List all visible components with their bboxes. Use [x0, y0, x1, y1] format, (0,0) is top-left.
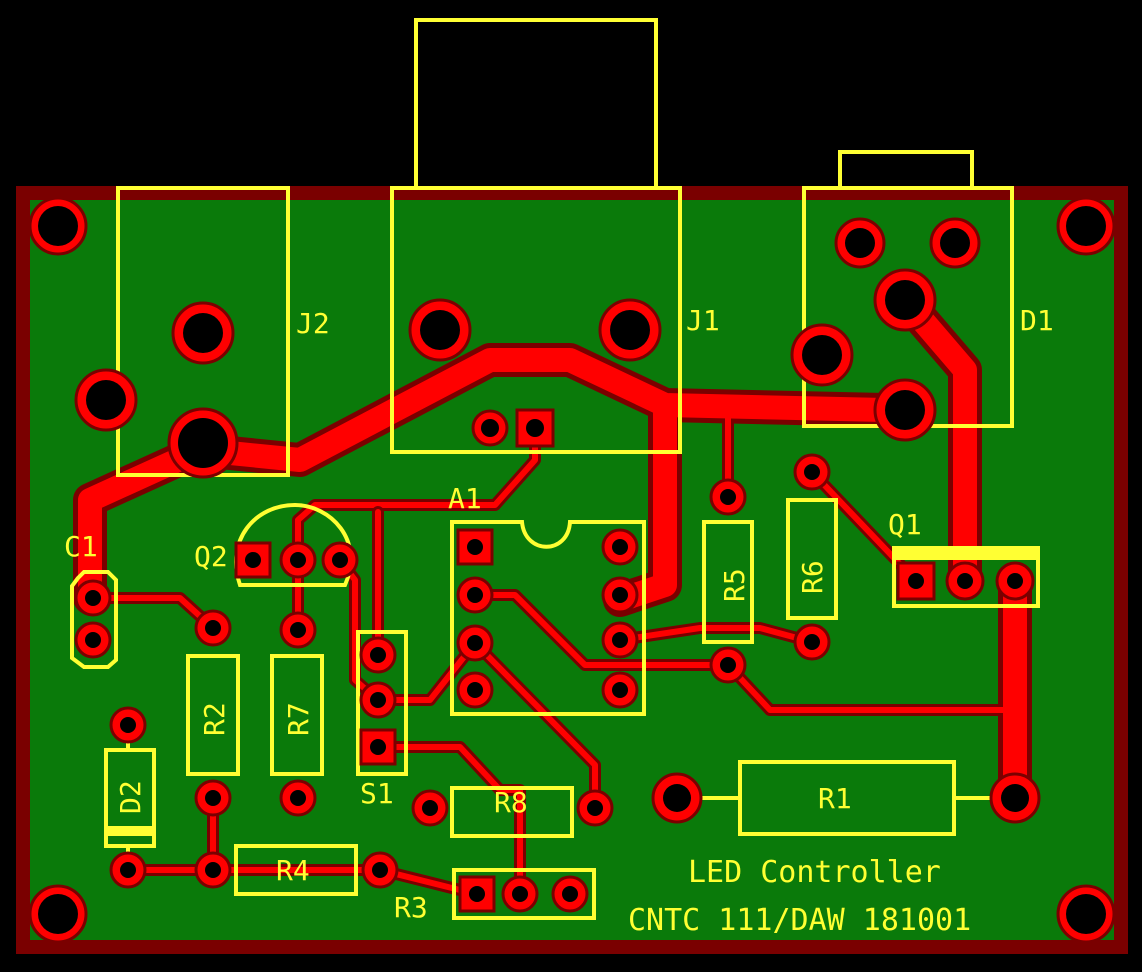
label-s1: S1 — [360, 777, 394, 810]
label-r4: R4 — [276, 854, 310, 887]
mounting-holes — [28, 196, 1116, 944]
label-d1: D1 — [1020, 304, 1054, 337]
label-c1: C1 — [64, 530, 98, 563]
label-d2: D2 — [114, 780, 147, 814]
label-r7: R7 — [282, 702, 315, 736]
label-j2: J2 — [296, 307, 330, 340]
label-a1: A1 — [448, 482, 482, 515]
title-line1: LED Controller — [688, 855, 941, 890]
pads — [74, 217, 1041, 913]
label-j1: J1 — [686, 304, 720, 337]
label-q2: Q2 — [194, 540, 228, 573]
title-line2: CNTC 111/DAW 181001 — [628, 903, 971, 938]
label-r2: R2 — [198, 702, 231, 736]
component-labels: J2 J1 D1 C1 Q2 A1 Q1 R5 R6 R2 R7 D2 S1 R… — [64, 304, 1054, 924]
label-r6: R6 — [796, 560, 829, 594]
label-q1: Q1 — [888, 508, 922, 541]
label-r1: R1 — [818, 782, 852, 815]
label-r3: R3 — [394, 891, 428, 924]
label-r5: R5 — [718, 568, 751, 602]
board-title: LED Controller CNTC 111/DAW 181001 — [628, 855, 971, 938]
label-r8: R8 — [494, 786, 528, 819]
silkscreen-outlines — [70, 18, 1040, 920]
